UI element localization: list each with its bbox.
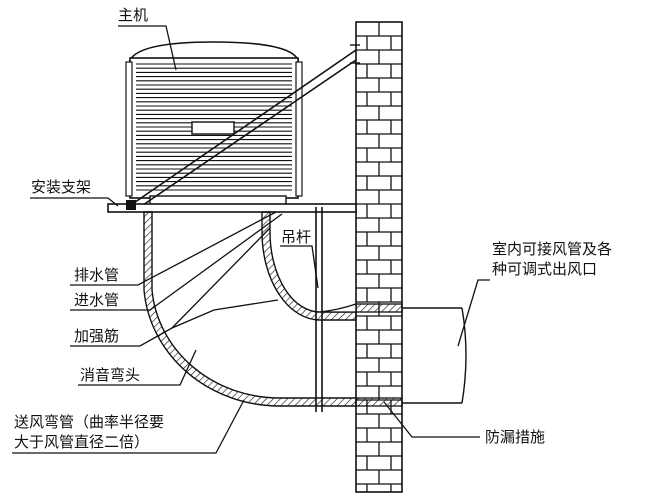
hanger-rod-label: 吊杆	[281, 228, 311, 246]
rib-label: 加强筋	[74, 327, 119, 345]
silencer-elbow-label: 消音弯头	[80, 366, 140, 384]
leader-lines	[12, 25, 490, 454]
bracket-label: 安装支架	[31, 178, 91, 196]
mounting-bracket	[107, 200, 357, 213]
brick-wall	[355, 21, 403, 493]
hanger-rod	[315, 207, 323, 412]
support-strut	[127, 44, 360, 208]
host-unit	[125, 41, 303, 207]
air-elbow-label-line2: 大于风管直径二倍）	[14, 433, 149, 451]
supply-air-elbow	[143, 211, 357, 407]
host-label: 主机	[118, 6, 148, 24]
air-elbow-label-line1: 送风弯管（曲率半径要	[14, 413, 164, 431]
drain-pipe-label: 排水管	[74, 266, 119, 284]
indoor-duct	[355, 303, 467, 407]
indoor-label-line1: 室内可接风管及各	[492, 240, 612, 258]
indoor-label-line2: 种可调式出风口	[492, 260, 597, 278]
leak-proof-label: 防漏措施	[485, 428, 545, 446]
inlet-pipe-label: 进水管	[74, 291, 119, 309]
